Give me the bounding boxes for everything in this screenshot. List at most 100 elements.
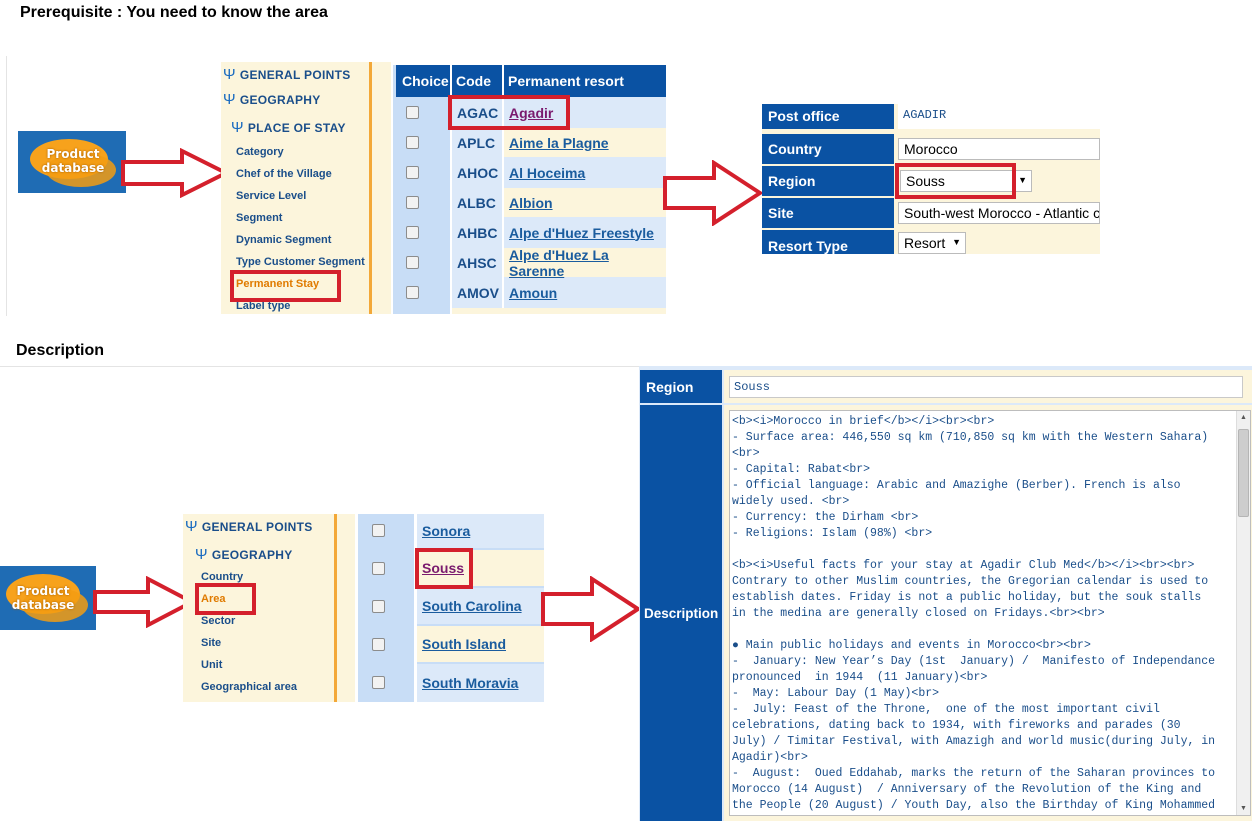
header-col-sep [450, 65, 452, 314]
highlight-region-souss [895, 163, 1016, 199]
scroll-down-icon[interactable]: ▼ [1240, 805, 1247, 812]
description-label: Description [640, 405, 722, 821]
row-code: AMOV [452, 278, 502, 307]
row-checkbox[interactable] [406, 136, 419, 149]
row-resort-link[interactable]: Alpe d'Huez La Sarenne [509, 246, 609, 279]
scroll-up-icon[interactable]: ▲ [1240, 414, 1247, 421]
row-checkbox[interactable] [372, 600, 385, 613]
row-code: AHOC [452, 158, 502, 187]
region-select[interactable]: Souss ▼ [900, 170, 1032, 192]
row-checkbox[interactable] [406, 256, 419, 269]
menu-item-category[interactable]: Category [236, 146, 284, 158]
arrow-right-icon [663, 160, 764, 226]
trident-icon: Ψ [195, 546, 208, 563]
country-label: Country [762, 134, 894, 164]
highlight-permanent-stay [230, 270, 341, 302]
header-permanent-resort: Permanent resort [508, 73, 624, 89]
row-resort-link[interactable]: Amoun [509, 284, 558, 301]
row-code: AHSC [452, 248, 502, 277]
area-link[interactable]: South Moravia [422, 675, 519, 691]
trident-icon: Ψ [185, 518, 198, 535]
region-label: Region [640, 370, 722, 403]
highlight-agadir-row [448, 95, 570, 130]
menu-item-country[interactable]: Country [201, 571, 244, 583]
trident-icon: Ψ [223, 66, 236, 83]
row-code: AGAC [452, 98, 502, 127]
arrow-right-icon [121, 148, 231, 198]
row-checkbox[interactable] [406, 166, 419, 179]
trident-icon: Ψ [223, 91, 236, 108]
menu-item-area[interactable]: Area [201, 593, 226, 605]
menu-item-dynamic-segment[interactable]: Dynamic Segment [236, 234, 332, 246]
row-checkbox[interactable] [406, 226, 419, 239]
header-col-sep [502, 65, 504, 314]
arrow-right-icon [541, 576, 642, 642]
region-field[interactable]: Souss [729, 376, 1243, 398]
row-checkbox[interactable] [406, 106, 419, 119]
area-link[interactable]: South Island [422, 636, 506, 652]
highlight-souss [415, 548, 473, 589]
menu-item-geographical-area[interactable]: Geographical area [201, 681, 297, 693]
area-link[interactable]: Souss [422, 560, 465, 576]
menu-item-service-level[interactable]: Service Level [236, 190, 307, 202]
row-checkbox[interactable] [372, 638, 385, 651]
description-text: <b><i>Morocco in brief</b></i><br><br> -… [732, 415, 1216, 812]
logo-text: Product database [11, 584, 75, 612]
resort-type-select[interactable]: Resort ▼ [898, 232, 966, 254]
post-office-label: Post office [762, 104, 894, 129]
description-textarea[interactable]: <b><i>Morocco in brief</b></i><br><br> -… [729, 410, 1251, 816]
menu-item-permanent-stay[interactable]: Permanent Stay [236, 278, 320, 290]
table-header: Choice Code Permanent resort [396, 65, 666, 97]
row-resort-link[interactable]: Aime la Plagne [509, 134, 609, 151]
chevron-down-icon: ▼ [1018, 175, 1027, 185]
header-code: Code [456, 73, 491, 89]
left-border-line [6, 56, 7, 316]
menu-item-chef-of-the-village[interactable]: Chef of the Village [236, 168, 332, 180]
row-resort-link[interactable]: Al Hoceima [509, 164, 586, 181]
menu-item-site[interactable]: Site [201, 637, 222, 649]
region-select-value: Souss [906, 173, 945, 189]
menu-item-label-type[interactable]: Label type [236, 300, 291, 312]
product-database-logo: Product database [18, 131, 126, 193]
row-checkbox[interactable] [406, 196, 419, 209]
row-checkbox[interactable] [372, 676, 385, 689]
menu-item-type-customer-segment[interactable]: Type Customer Segment [236, 256, 365, 268]
table-bottom-strip [452, 308, 666, 314]
product-database-logo: Product database [0, 566, 96, 630]
row-checkbox[interactable] [372, 524, 385, 537]
row-resort-link[interactable]: Alpe d'Huez Freestyle [509, 224, 654, 241]
arrow-right-icon [93, 576, 197, 628]
post-office-value: AGADIR [898, 104, 1100, 129]
row-resort-link[interactable]: Albion [509, 194, 553, 211]
area-link[interactable]: South Carolina [422, 598, 522, 614]
prerequisite-heading: Prerequisite : You need to know the area [20, 4, 328, 21]
menu-item-unit[interactable]: Unit [201, 659, 223, 671]
row-checkbox[interactable] [372, 562, 385, 575]
country-field[interactable]: Morocco [898, 138, 1100, 160]
trident-icon: Ψ [231, 119, 244, 136]
chevron-down-icon: ▼ [952, 237, 961, 247]
row-code: ALBC [452, 188, 502, 217]
menu-item-segment[interactable]: Segment [236, 212, 283, 224]
scrollbar-thumb[interactable] [1238, 429, 1249, 517]
header-choice: Choice [402, 73, 449, 89]
description-heading: Description [16, 342, 105, 359]
region-label: Region [762, 166, 894, 196]
row-code: AHBC [452, 218, 502, 247]
section-divider [0, 366, 1252, 367]
menu-item-sector[interactable]: Sector [201, 615, 236, 627]
site-field[interactable]: South-west Morocco - Atlantic co [898, 202, 1100, 224]
scrollbar[interactable]: ▲ ▼ [1236, 411, 1250, 815]
highlight-area [195, 583, 256, 615]
row-resort-link[interactable]: Agadir [509, 104, 554, 121]
row-checkbox[interactable] [406, 286, 419, 299]
resort-type-select-value: Resort [904, 235, 946, 251]
area-link[interactable]: Sonora [422, 523, 471, 539]
logo-text: Product database [41, 147, 105, 175]
